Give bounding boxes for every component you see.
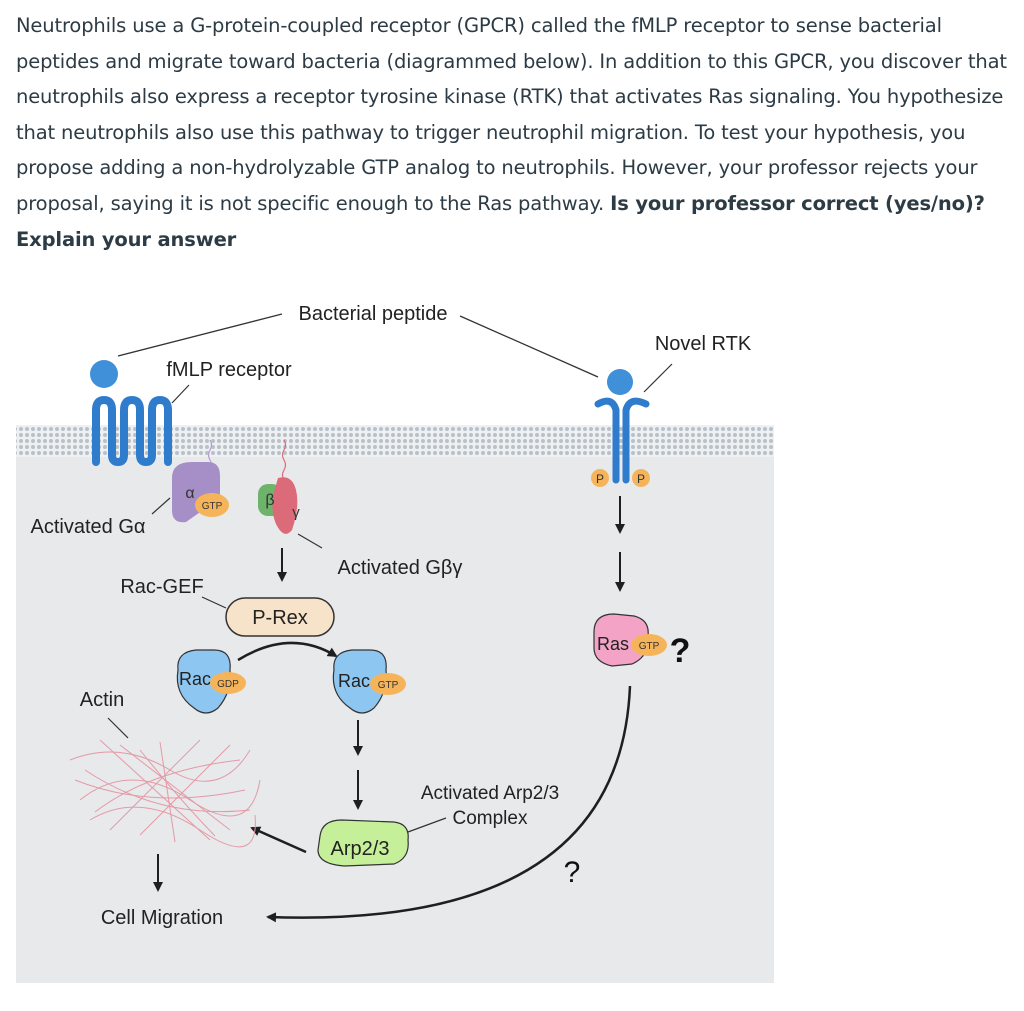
arp-to-actin-arrow [250, 826, 307, 854]
g-alpha-protein: α GTP [172, 439, 229, 523]
ras-label: Ras [597, 634, 629, 654]
actin-pointer-line [107, 717, 129, 739]
novel-rtk-label: Novel RTK [655, 333, 752, 355]
phospho-right-label: P [637, 472, 645, 486]
rac-gef-pointer-line [201, 596, 227, 609]
rac-gef-label: Rac-GEF [120, 576, 203, 598]
rac-activation-arrow [237, 641, 338, 662]
question-body: Neutrophils use a G-protein-coupled rece… [16, 14, 1007, 215]
fmlp-pointer-line [171, 384, 190, 404]
rtk-pointer-line [643, 363, 673, 393]
phospho-left-label: P [596, 472, 604, 486]
fmlp-receptor-label: fMLP receptor [166, 359, 292, 381]
gbg-pointer-line [297, 533, 323, 549]
plasma-membrane [16, 425, 774, 457]
peptide-line-left [117, 313, 283, 357]
rac-gtp-label: GTP [378, 680, 399, 691]
alpha-symbol: α [185, 485, 194, 502]
actin-label: Actin [80, 689, 124, 711]
ras-pathway-question-mark: ? [564, 856, 581, 889]
beta-symbol: β [265, 492, 274, 509]
bacterial-peptide-label: Bacterial peptide [299, 303, 448, 325]
ras-question-mark: ? [670, 632, 691, 670]
arp23-label: Arp2/3 [331, 838, 390, 860]
cytoplasm [16, 455, 774, 983]
g-alpha-pointer-line [151, 497, 171, 515]
p-rex-label: P-Rex [252, 607, 308, 629]
rac-gtp-rac-label: Rac [338, 671, 370, 691]
peptide-line-right [459, 315, 599, 378]
activated-g-alpha-label: Activated Gα [31, 516, 146, 538]
g-beta-gamma-protein: β γ [258, 439, 300, 534]
rtk-icon: P P [591, 369, 650, 487]
fmlp-receptor-icon [90, 360, 172, 466]
p-rex-box [225, 597, 335, 637]
activated-arp23-label-line2: Complex [453, 808, 528, 829]
rac-gdp-label: GDP [217, 679, 239, 690]
ras-gtp-label: GTP [639, 641, 660, 652]
arp23-pointer-line [407, 817, 447, 833]
g-alpha-gtp-label: GTP [202, 501, 223, 512]
rac-gdp-rac-label: Rac [179, 669, 211, 689]
ras-to-migration-arrow [266, 685, 632, 923]
arp23-blob [317, 819, 409, 867]
actin-filaments [69, 739, 261, 848]
rac-gdp-protein: Rac GDP [176, 649, 246, 714]
question-text: Neutrophils use a G-protein-coupled rece… [16, 8, 1016, 257]
gamma-symbol: γ [292, 504, 300, 521]
question-emphasis: Is your professor correct (yes/no)? Expl… [16, 191, 985, 251]
activated-gbg-label: Activated Gβγ [338, 557, 463, 579]
ras-gtp-protein: Ras GTP [593, 613, 667, 667]
activated-arp23-label-line1: Activated Arp2/3 [421, 783, 559, 804]
cell-migration-label: Cell Migration [101, 907, 223, 929]
rac-gtp-protein: Rac GTP [332, 649, 406, 714]
